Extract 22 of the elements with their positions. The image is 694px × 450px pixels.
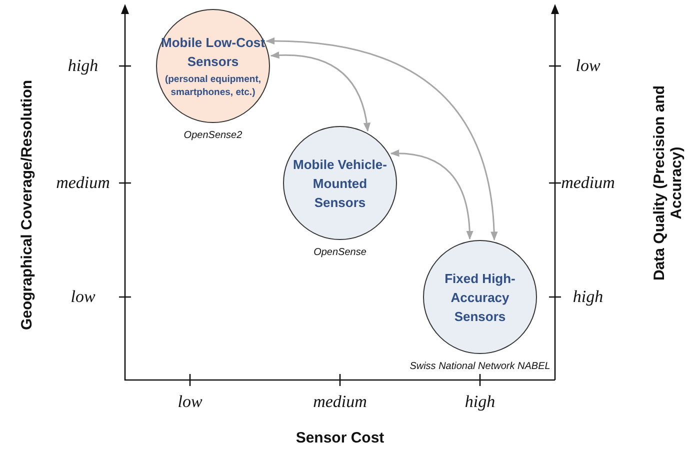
tick-label: medium (561, 173, 615, 193)
tick-label: low (70, 287, 96, 307)
node-caption: Swiss National Network NABEL (410, 361, 550, 372)
node-title: Mobile Vehicle-Mounted Sensors (292, 156, 388, 212)
tick-label: high (68, 56, 98, 76)
node-subtitle: (personal equipment, smartphones, etc.) (164, 73, 262, 99)
node-title: Fixed High-Accuracy Sensors (444, 270, 516, 326)
tick-label: low (178, 392, 202, 412)
node-caption: OpenSense (314, 247, 366, 258)
tick-label: high (464, 392, 496, 412)
curved-arrow (266, 38, 498, 241)
axis-title: Data Quality (Precision and Accuracy) (651, 84, 685, 283)
tick-label: medium (56, 173, 110, 193)
curved-arrow (390, 150, 474, 240)
tick-label: medium (313, 392, 367, 412)
axis-title: Geographical Coverage/Resolution (18, 78, 36, 332)
node-title: Mobile Low-Cost Sensors (160, 34, 266, 71)
tick-label: low (576, 56, 600, 76)
curved-arrow (270, 52, 370, 132)
tick-label: high (572, 287, 604, 307)
axis-title: Sensor Cost (296, 430, 384, 446)
node-caption: OpenSense2 (184, 130, 242, 141)
